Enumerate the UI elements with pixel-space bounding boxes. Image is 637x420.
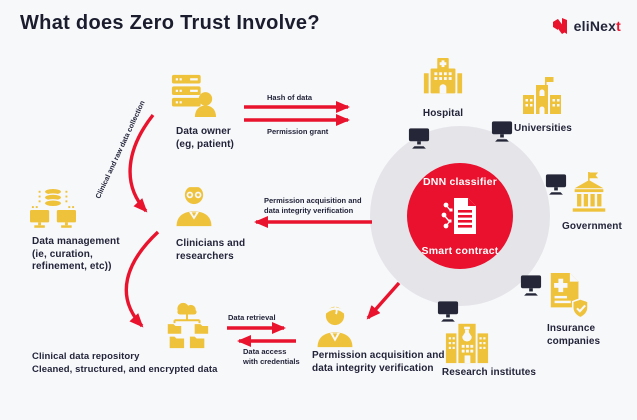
arrow-contract-to-person <box>366 281 401 320</box>
monitor-icon <box>437 301 459 322</box>
logo-text: eliNext <box>574 18 621 34</box>
insurance-document-shield-icon <box>546 270 589 319</box>
permission-grant-label: Permission grant <box>267 127 329 136</box>
university-icon <box>519 76 565 122</box>
label-line: data integrity verification <box>264 205 354 215</box>
logo-text-main: eliNex <box>573 18 617 34</box>
hospital-icon <box>421 56 465 102</box>
elinext-logo-icon <box>551 15 569 37</box>
clinicians-label: Clinicians and researchers <box>176 238 245 263</box>
logo-text-accent: t <box>616 18 621 34</box>
label-line: Cleaned, structured, and encrypted data <box>32 363 218 375</box>
clinical-collection-label: Clinical and raw data collection <box>93 99 147 200</box>
monitor-icon <box>520 275 542 296</box>
repository-label: Clinical data repository Cleaned, struct… <box>32 351 218 376</box>
research-label: Research institutes <box>441 367 537 378</box>
dnn-classifier-label: DNN classifier <box>423 176 497 188</box>
government-icon <box>567 171 611 217</box>
person-icon <box>313 303 357 349</box>
smart-contract-document-icon <box>441 195 481 237</box>
research-building-icon <box>444 318 490 366</box>
label-line: researchers <box>176 250 234 262</box>
monitor-icon <box>408 128 430 149</box>
insurance-label: Insurance companies <box>547 323 600 348</box>
data-access-label: Data access with credentials <box>243 347 300 366</box>
government-label: Government <box>562 221 622 232</box>
monitor-icon <box>545 174 567 195</box>
label-line: Permission acquisition and <box>312 350 445 361</box>
data-owner-label: Data owner (eg, patient) <box>176 126 234 151</box>
cloud-folder-tree-icon <box>162 300 212 352</box>
arrow-repository-curve <box>124 230 160 328</box>
label-line: Data management <box>32 236 120 247</box>
label-line: Clinical data repository <box>32 351 140 362</box>
label-line: (ie, curation, <box>32 248 93 260</box>
label-line: companies <box>547 335 601 347</box>
hash-of-data-label: Hash of data <box>267 93 313 102</box>
label-line: Data owner <box>176 126 231 137</box>
permission-person-label: Permission acquisition and data integrit… <box>312 350 445 375</box>
server-user-icon <box>170 71 216 119</box>
permission-acquisition-label: Permission acquisition and data integrit… <box>264 196 362 215</box>
label-line: data integrity verification <box>312 362 434 374</box>
smart-contract-circle: DNN classifier Smart contract <box>407 163 513 269</box>
label-line: Data access <box>243 347 287 356</box>
label-line: Permission acquisition and <box>264 196 362 205</box>
label-line: refinement, etc)) <box>32 261 112 272</box>
hospital-label: Hospital <box>422 108 464 119</box>
data-retrieval-label: Data retrieval <box>228 313 276 322</box>
label-line: Insurance <box>547 323 596 334</box>
label-line: (eg, patient) <box>176 138 234 150</box>
database-monitors-icon <box>28 186 78 232</box>
label-line: with credentials <box>243 356 300 366</box>
universities-label: Universities <box>514 123 572 134</box>
label-line: Clinicians and <box>176 238 246 249</box>
monitor-icon <box>491 121 513 142</box>
smart-contract-label: Smart contract <box>421 245 499 257</box>
data-management-label: Data management (ie, curation, refinemen… <box>32 236 120 274</box>
doctor-icon <box>172 182 216 228</box>
page-title: What does Zero Trust Involve? <box>20 12 320 34</box>
elinext-logo: eliNext <box>551 15 621 37</box>
